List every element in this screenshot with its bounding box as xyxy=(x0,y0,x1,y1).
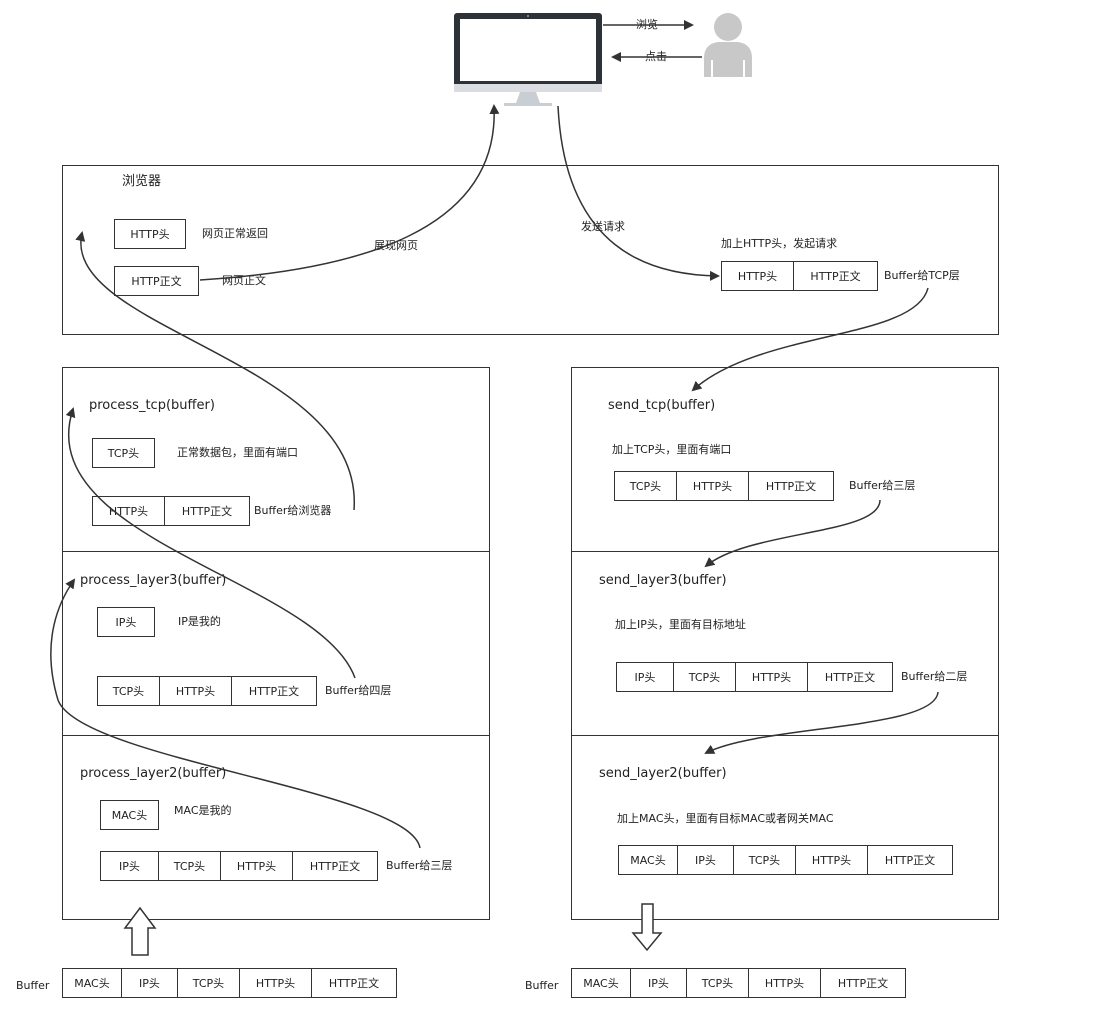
click-label: 点击 xyxy=(645,50,667,63)
layer2-note: MAC是我的 xyxy=(174,804,232,817)
receive-layer2-packet: IP头 TCP头 HTTP头 HTTP正文 xyxy=(100,851,378,881)
packet-cell: HTTP正文 xyxy=(810,270,861,283)
packet-cell: HTTP正文 xyxy=(328,977,380,990)
packet-cell: TCP头 xyxy=(687,969,749,997)
packet-cell: TCP头 xyxy=(98,677,160,705)
send-tcp-title: send_tcp(buffer) xyxy=(608,398,716,413)
send-layer3-note: 加上IP头，里面有目标地址 xyxy=(615,618,746,631)
receive-buffer-label: Buffer xyxy=(16,979,50,992)
buffer-to-layer4-note: Buffer给四层 xyxy=(325,684,392,697)
packet-cell: HTTP头 xyxy=(722,262,794,290)
packet-cell: HTTP头 xyxy=(749,969,821,997)
buffer-to-browser-note: Buffer给浏览器 xyxy=(254,504,332,517)
buffer-to-tcp-note: Buffer给TCP层 xyxy=(884,269,960,282)
tcp-note: 正常数据包，里面有端口 xyxy=(177,446,298,459)
send-buffer-label: Buffer xyxy=(525,979,559,992)
browser-http-body-note: 网页正文 xyxy=(222,274,266,287)
send-request-label: 发送请求 xyxy=(581,220,625,233)
add-http-note: 加上HTTP头，发起请求 xyxy=(721,237,838,250)
packet-cell: MAC头 xyxy=(572,969,631,997)
packet-cell: MAC头 xyxy=(63,969,122,997)
packet-cell: HTTP头 xyxy=(240,969,312,997)
buffer-to-layer3-note: Buffer给三层 xyxy=(386,859,453,872)
send-tcp-note: 加上TCP头，里面有端口 xyxy=(612,443,732,456)
send-tcp-packet: TCP头 HTTP头 HTTP正文 xyxy=(614,471,834,501)
send-layer2-note: 加上MAC头，里面有目标MAC或者网关MAC xyxy=(617,812,834,825)
divider xyxy=(62,735,490,736)
packet-cell: HTTP正文 xyxy=(884,854,936,867)
packet-cell: HTTP头 xyxy=(93,497,165,525)
packet-cell: IP头 xyxy=(101,852,159,880)
packet-cell: IP头 xyxy=(631,969,687,997)
packet-cell: HTTP正文 xyxy=(837,977,889,990)
divider xyxy=(62,551,490,552)
mac-head-box: MAC头 xyxy=(100,800,159,830)
process-layer2-title: process_layer2(buffer) xyxy=(80,766,227,781)
packet-cell: HTTP头 xyxy=(160,677,232,705)
ip-head-box: IP头 xyxy=(97,607,155,637)
packet-cell: HTTP头 xyxy=(796,846,868,874)
packet-cell: HTTP正文 xyxy=(309,860,361,873)
send-layer3-packet: IP头 TCP头 HTTP头 HTTP正文 xyxy=(616,662,893,692)
send-layer2-packet: MAC头 IP头 TCP头 HTTP头 HTTP正文 xyxy=(618,845,953,875)
packet-cell: TCP头 xyxy=(178,969,240,997)
packet-cell: IP头 xyxy=(678,846,734,874)
send-buffer-to-layer3-note: Buffer给三层 xyxy=(849,479,916,492)
packet-cell: IP头 xyxy=(122,969,178,997)
process-layer3-title: process_layer3(buffer) xyxy=(80,573,227,588)
packet-cell: HTTP头 xyxy=(736,663,808,691)
packet-cell: TCP头 xyxy=(734,846,796,874)
browser-panel xyxy=(62,165,999,335)
send-buffer-to-layer2-note: Buffer给二层 xyxy=(901,670,968,683)
receive-tcp-packet: HTTP头 HTTP正文 xyxy=(92,496,250,526)
packet-cell: HTTP正文 xyxy=(765,480,817,493)
browse-label: 浏览 xyxy=(636,18,658,31)
browser-title: 浏览器 xyxy=(122,174,162,189)
divider xyxy=(571,551,999,552)
send-layer2-title: send_layer2(buffer) xyxy=(599,766,727,781)
packet-cell: TCP头 xyxy=(674,663,736,691)
send-buffer-packet: MAC头 IP头 TCP头 HTTP头 HTTP正文 xyxy=(571,968,906,998)
receive-layer3-packet: TCP头 HTTP头 HTTP正文 xyxy=(97,676,317,706)
packet-cell: IP头 xyxy=(617,663,674,691)
packet-cell: HTTP头 xyxy=(221,852,293,880)
browser-http-head-note: 网页正常返回 xyxy=(202,227,268,240)
packet-cell: HTTP正文 xyxy=(824,671,876,684)
display-page-label: 展现网页 xyxy=(374,239,418,252)
packet-cell: HTTP正文 xyxy=(181,505,233,518)
tcp-head-box: TCP头 xyxy=(92,438,155,468)
packet-cell: HTTP头 xyxy=(677,472,749,500)
divider xyxy=(571,735,999,736)
packet-cell: TCP头 xyxy=(159,852,221,880)
browser-send-packet: HTTP头 HTTP正文 xyxy=(721,261,878,291)
packet-cell: MAC头 xyxy=(619,846,678,874)
browser-http-body-box: HTTP正文 xyxy=(114,266,199,296)
browser-http-head-box: HTTP头 xyxy=(114,219,186,249)
packet-cell: HTTP正文 xyxy=(248,685,300,698)
receive-buffer-packet: MAC头 IP头 TCP头 HTTP头 HTTP正文 xyxy=(62,968,397,998)
layer3-note: IP是我的 xyxy=(178,615,221,628)
process-tcp-title: process_tcp(buffer) xyxy=(89,398,215,413)
packet-cell: TCP头 xyxy=(615,472,677,500)
send-layer3-title: send_layer3(buffer) xyxy=(599,573,727,588)
